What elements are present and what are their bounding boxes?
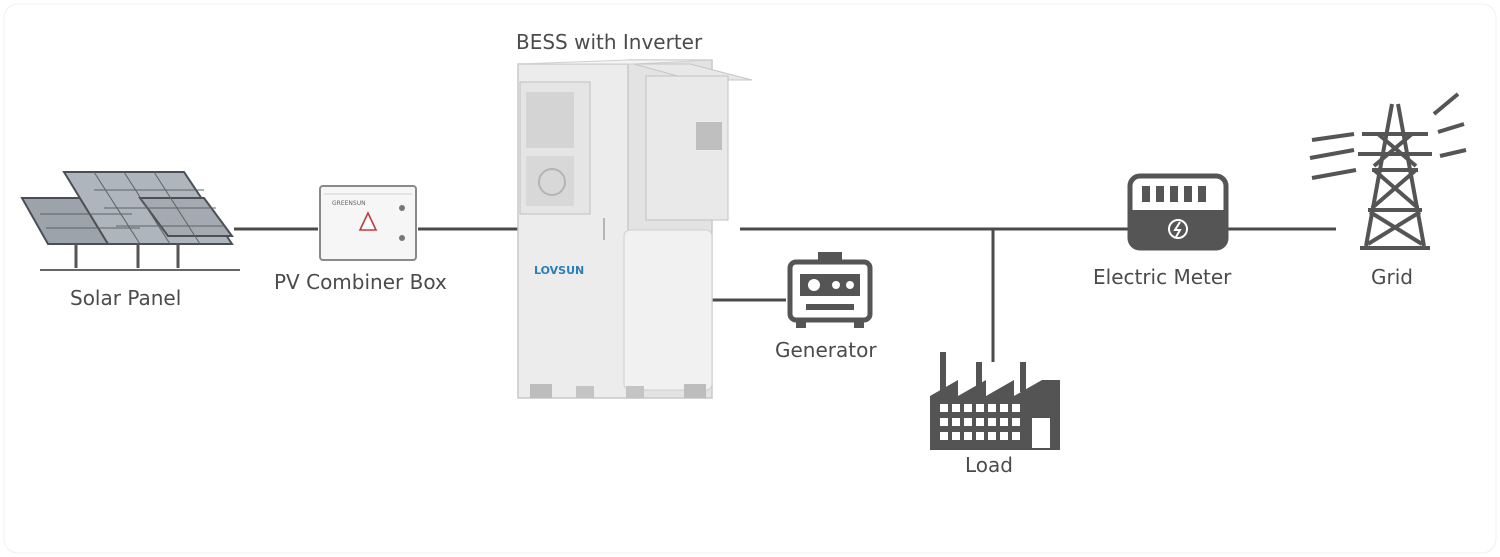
- label-solar-panel: Solar Panel: [70, 286, 182, 310]
- frame: [3, 3, 1497, 554]
- connection-lines: [234, 227, 1336, 362]
- label-load: Load: [965, 453, 1013, 477]
- label-electric-meter: Electric Meter: [1093, 265, 1232, 289]
- label-grid: Grid: [1371, 265, 1413, 289]
- combiner-box-icon: GREENSUN: [319, 185, 417, 261]
- solar-panel-icon: [20, 171, 240, 271]
- transmission-tower-icon: [1309, 92, 1467, 250]
- electric-meter-icon: [1127, 173, 1229, 251]
- bess-logo: LOVSUN: [534, 264, 584, 277]
- label-generator: Generator: [775, 338, 877, 362]
- label-bess: BESS with Inverter: [516, 30, 703, 54]
- combiner-brand: GREENSUN: [332, 200, 366, 207]
- label-pv-combiner-box: PV Combiner Box: [274, 270, 447, 294]
- factory-icon: [930, 352, 1060, 450]
- warning-icon: [358, 211, 378, 231]
- generator-icon: [787, 252, 873, 328]
- bess-cabinet-icon: LOVSUN: [517, 59, 753, 399]
